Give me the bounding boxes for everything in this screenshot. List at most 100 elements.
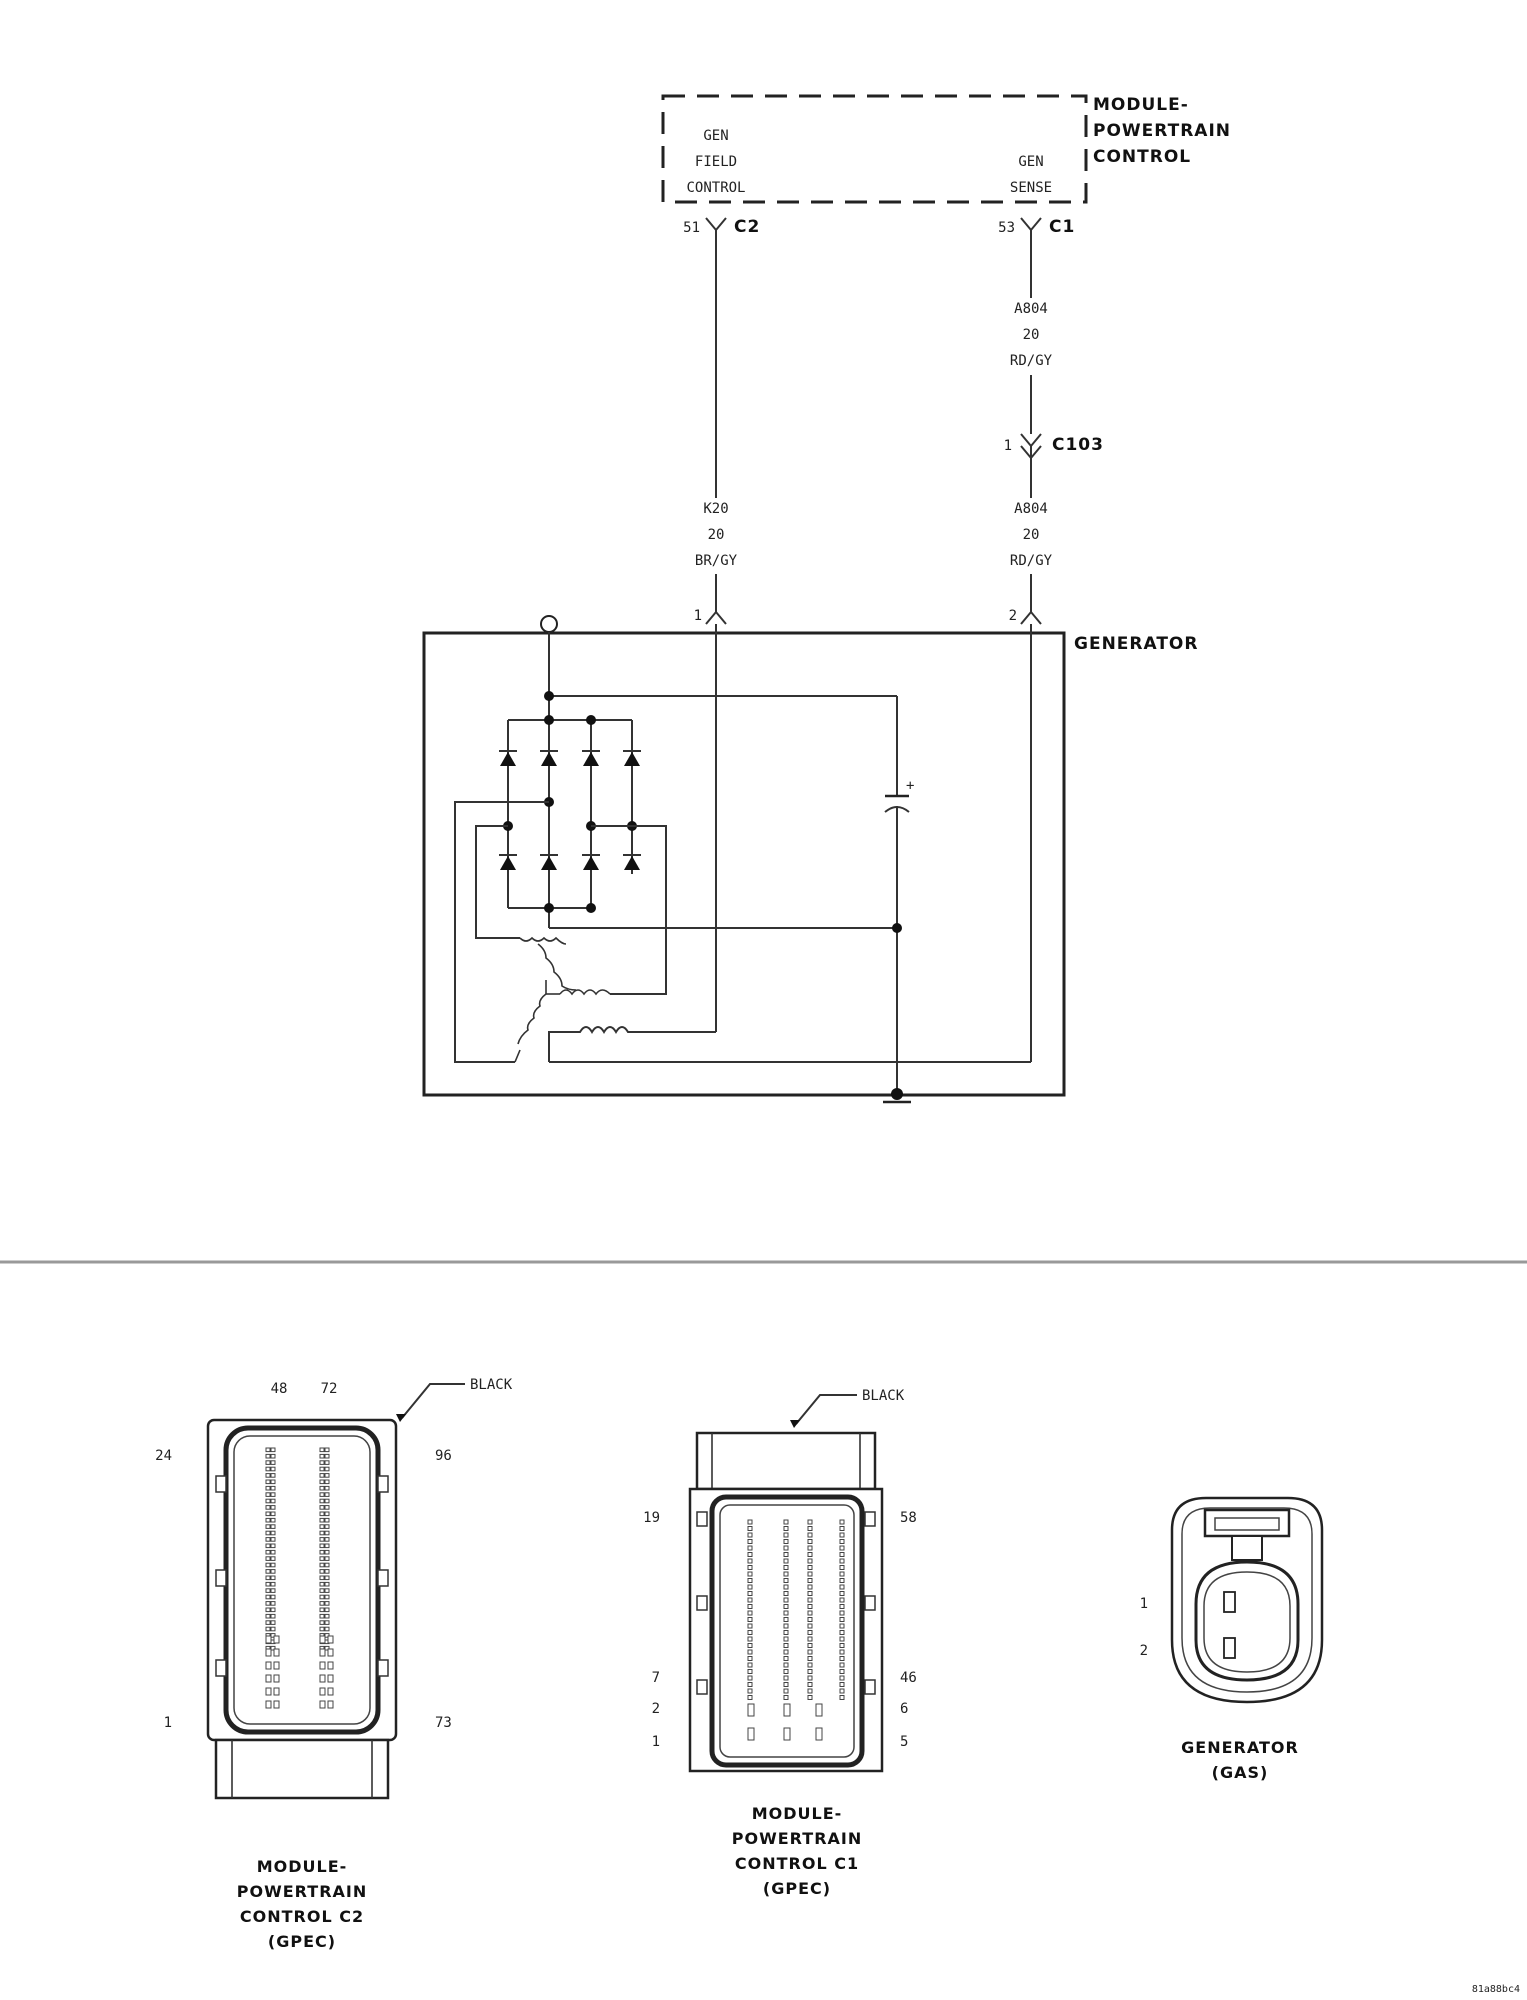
gen-caption-1: GENERATOR xyxy=(1181,1738,1299,1757)
pin-cavity xyxy=(839,1519,845,1525)
pin-cavity xyxy=(319,1620,325,1625)
pin-cavity xyxy=(265,1453,271,1459)
pin-cavity xyxy=(324,1607,330,1613)
pin-cavity xyxy=(319,1543,325,1549)
gen-field-label-1: GEN xyxy=(703,128,728,144)
capacitor-icon: + xyxy=(884,696,914,1094)
c1-view-pin-5: 5 xyxy=(900,1734,908,1750)
pin-cavity xyxy=(324,1498,330,1504)
c1-caption-4: (GPEC) xyxy=(763,1879,831,1898)
pin-cavity xyxy=(265,1505,271,1510)
connector-view-c2: 48 72 BLACK 24 96 1 73 25 49 xyxy=(155,1377,513,1800)
pin-cavity xyxy=(807,1565,813,1570)
pin-cavity xyxy=(747,1636,753,1642)
pin-cavity xyxy=(319,1635,326,1644)
pin-cavity xyxy=(265,1620,271,1625)
pin-cavity xyxy=(783,1519,789,1525)
pin-cavity xyxy=(265,1556,271,1561)
pin-cavity xyxy=(265,1613,271,1619)
pin-cavity xyxy=(783,1675,789,1681)
pin-cavity xyxy=(270,1517,276,1523)
pin-cavity xyxy=(747,1519,753,1525)
pin-cavity xyxy=(839,1682,845,1687)
diode-icon xyxy=(540,750,558,766)
pin-cavity xyxy=(265,1517,271,1523)
c1-pin-array xyxy=(747,1519,845,1741)
k20-gauge: 20 xyxy=(708,527,725,543)
pin-cavity xyxy=(270,1633,276,1638)
pin-cavity xyxy=(839,1558,845,1564)
gen-pin1-number: 1 xyxy=(694,608,702,624)
pin-cavity xyxy=(839,1532,845,1538)
pin-cavity xyxy=(783,1623,789,1629)
a804-lower-gauge: 20 xyxy=(1023,527,1040,543)
pin-cavity xyxy=(324,1479,330,1485)
pin-cavity xyxy=(839,1591,845,1596)
pin-cavity xyxy=(747,1610,753,1616)
pin-cavity xyxy=(273,1700,280,1709)
pin-cavity xyxy=(747,1552,753,1557)
gen-view-pin-2: 2 xyxy=(1140,1643,1148,1659)
pin-cavity xyxy=(783,1571,789,1577)
pin-cavity xyxy=(807,1584,813,1590)
pin-cavity xyxy=(319,1575,325,1581)
diode-icon xyxy=(582,750,600,766)
output-terminal-icon xyxy=(540,615,558,633)
pin-cavity xyxy=(807,1552,813,1557)
pin-cavity xyxy=(839,1623,845,1629)
a804-lower-circuit: A804 xyxy=(1014,501,1048,517)
pin-cavity xyxy=(747,1539,753,1544)
pin-cavity xyxy=(319,1556,325,1561)
pin-cavity xyxy=(319,1492,325,1497)
pin-cavity xyxy=(324,1492,330,1497)
connector-view-c1: BLACK 19 58 7 46 2 6 1 5 xyxy=(643,1388,917,1773)
pin-cavity xyxy=(319,1626,325,1632)
pin-cavity xyxy=(327,1648,334,1657)
gen-view-pin2-cavity xyxy=(1223,1637,1236,1659)
connector-c2: 51 C2 xyxy=(683,217,759,237)
pin-cavity xyxy=(815,1703,823,1717)
pin-cavity xyxy=(839,1643,845,1648)
pin-cavity xyxy=(783,1578,789,1583)
pin-cavity xyxy=(265,1575,271,1581)
pin-cavity xyxy=(270,1607,276,1613)
connector-view-generator: 1 2 xyxy=(1140,1496,1324,1704)
pin-cavity xyxy=(747,1688,753,1694)
pin-cavity xyxy=(324,1460,330,1465)
pin-cavity xyxy=(839,1526,845,1531)
connector-c103: 1 C103 xyxy=(1004,433,1104,460)
pin-cavity xyxy=(807,1688,813,1694)
generator-box: GENERATOR xyxy=(422,615,1197,1104)
c1-view-pin-19: 19 xyxy=(643,1510,660,1526)
c1-caption-1: MODULE- xyxy=(752,1804,843,1823)
c103-name: C103 xyxy=(1052,435,1104,455)
pin-cavity xyxy=(783,1565,789,1570)
diode-icon xyxy=(499,854,517,870)
pin-cavity xyxy=(807,1636,813,1642)
figure-id: 81a88bc4 xyxy=(1472,1984,1520,1995)
pin-cavity xyxy=(324,1466,330,1472)
pin-cavity xyxy=(319,1473,325,1478)
pin-cavity xyxy=(273,1661,280,1670)
c1-view-pin-2: 2 xyxy=(652,1701,660,1717)
gen-pin2-number: 2 xyxy=(1009,608,1017,624)
pin-cavity xyxy=(839,1662,845,1668)
pin-cavity xyxy=(324,1581,330,1587)
pin-cavity xyxy=(324,1626,330,1632)
c2-view-pin-72: 72 xyxy=(321,1381,338,1397)
pin-cavity xyxy=(270,1645,276,1651)
pin-cavity xyxy=(839,1630,845,1635)
pin-cavity xyxy=(319,1648,326,1657)
pin-cavity xyxy=(324,1613,330,1619)
pin-cavity xyxy=(839,1656,845,1661)
pin-cavity xyxy=(324,1537,330,1542)
pin-cavity xyxy=(839,1578,845,1583)
pin-cavity xyxy=(270,1447,276,1453)
c2-view-pin-48: 48 xyxy=(271,1381,288,1397)
pin-cavity xyxy=(807,1630,813,1635)
pin-cavity xyxy=(839,1552,845,1557)
pin-cavity xyxy=(324,1633,330,1638)
pin-cavity xyxy=(747,1682,753,1687)
pin-cavity xyxy=(839,1649,845,1655)
pin-cavity xyxy=(815,1727,823,1741)
